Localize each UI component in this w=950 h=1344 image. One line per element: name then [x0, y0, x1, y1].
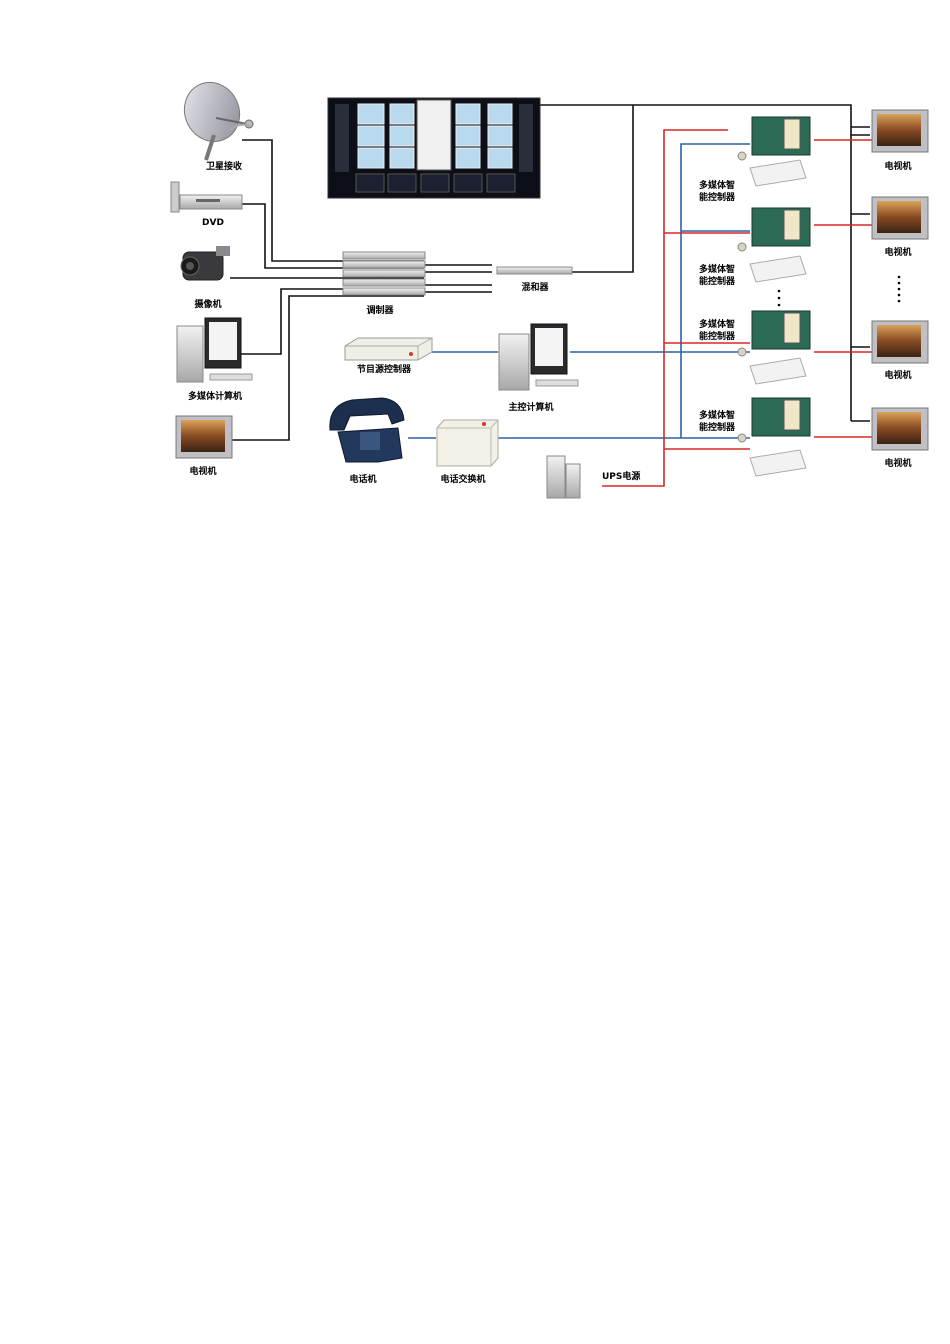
black-video-lines	[230, 104, 870, 441]
telephone-icon	[329, 397, 405, 463]
tv-right-4-label: 电视机	[884, 457, 911, 469]
mixer-icon	[496, 266, 573, 275]
ups-icon	[546, 455, 581, 499]
controller-2-label-line1: 多媒体智	[699, 263, 735, 275]
tv-right-2-icon	[871, 196, 929, 240]
main-computer-label: 主控计算机	[508, 401, 553, 413]
controller-4-label-line1: 多媒体智	[699, 409, 735, 421]
tv-right-4-icon	[871, 407, 929, 451]
dvd-label: DVD	[202, 218, 224, 228]
multimedia-pc-label: 多媒体计算机	[188, 390, 242, 402]
controller-1-icon	[737, 116, 811, 187]
program-controller-icon	[344, 337, 433, 361]
dvd-player-icon	[170, 181, 243, 213]
controller-1-label-line2: 能控制器	[699, 191, 736, 203]
controller-3-label-line1: 多媒体智	[699, 318, 735, 330]
satellite-dish-icon	[183, 82, 254, 161]
ups-label: UPS电源	[602, 470, 640, 482]
vertical-ellipsis-right-icon	[897, 275, 901, 303]
red-power-lines	[602, 129, 872, 487]
modulator-label: 调制器	[366, 304, 394, 316]
mixer-label: 混和器	[521, 281, 549, 293]
controller-1-label-line1: 多媒体智	[699, 179, 735, 191]
tv-right-1-label: 电视机	[884, 160, 911, 172]
pbx-label: 电话交换机	[440, 473, 485, 485]
controller-4-icon	[737, 397, 811, 477]
controller-4-label-line2: 能控制器	[699, 421, 736, 433]
camcorder-icon	[180, 246, 230, 281]
program-controller-label: 节目源控制器	[357, 363, 412, 375]
phone-label: 电话机	[349, 473, 376, 485]
main-computer-icon	[498, 323, 579, 391]
satellite-label: 卫星接收	[206, 160, 242, 172]
tv-left-label: 电视机	[189, 465, 216, 477]
tv-left-icon	[175, 415, 233, 459]
multimedia-computer-icon	[176, 317, 253, 383]
modulator-icon	[342, 251, 426, 296]
blue-data-lines	[408, 143, 750, 439]
tv-right-3-label: 电视机	[884, 369, 911, 381]
tv-right-2-label: 电视机	[884, 246, 911, 258]
controller-2-label-line2: 能控制器	[699, 275, 736, 287]
tv-right-1-icon	[871, 109, 929, 153]
controller-3-icon	[737, 310, 811, 385]
controller-2-icon	[737, 207, 811, 283]
video-wall-icon	[327, 97, 541, 199]
tv-right-3-icon	[871, 320, 929, 364]
vertical-ellipsis-icon	[777, 289, 781, 307]
controller-3-label-line2: 能控制器	[699, 330, 736, 342]
camera-label: 摄像机	[194, 298, 221, 310]
pbx-icon	[436, 419, 499, 467]
